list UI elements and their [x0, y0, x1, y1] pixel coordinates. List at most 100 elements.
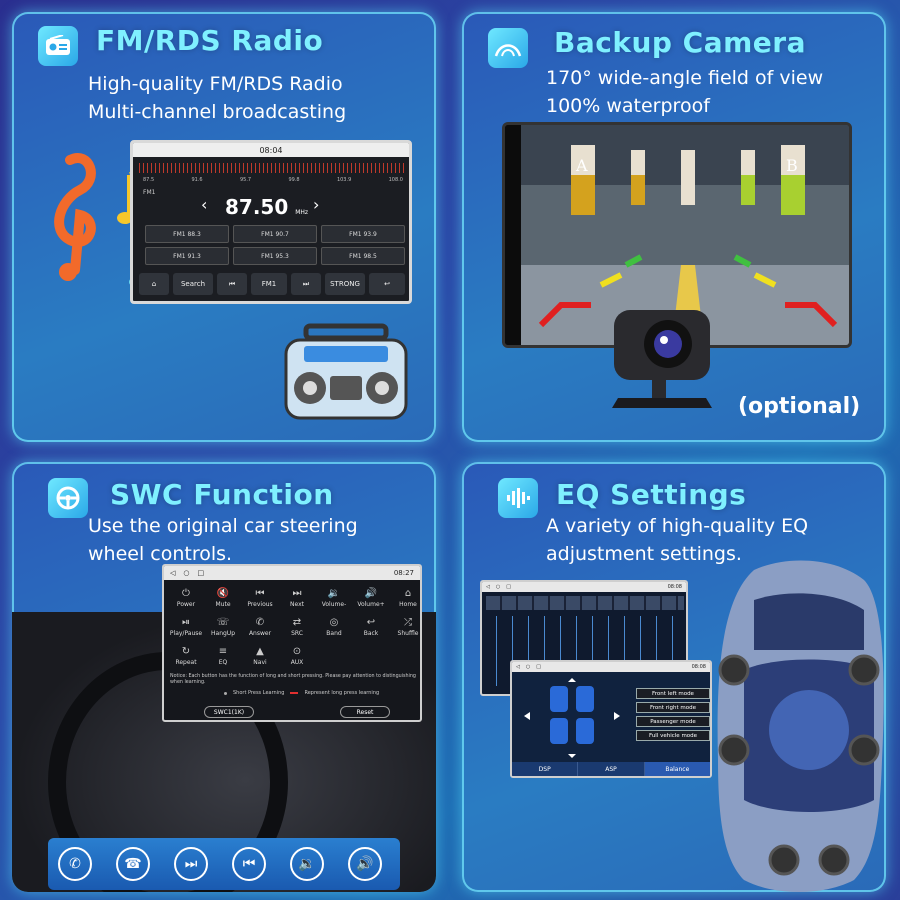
- home-nav-icon[interactable]: ○: [183, 569, 190, 577]
- status-bar: 08:04: [133, 143, 409, 157]
- swc-button-label: SRC: [291, 630, 303, 637]
- frequency-value: 87.50: [225, 195, 289, 219]
- next-station-icon[interactable]: ⏭: [291, 273, 321, 295]
- recent-nav-icon[interactable]: □: [536, 664, 541, 670]
- status-bar: ◁○□ 08:08: [482, 582, 686, 592]
- swc-button-eq[interactable]: ≡EQ: [205, 646, 241, 666]
- preset-button[interactable]: FM1 91.3: [145, 247, 229, 265]
- home-button[interactable]: ⌂: [139, 273, 169, 295]
- swc-button-play-pause[interactable]: ⏯Play/Pause: [168, 617, 204, 637]
- swc-button-label: Power: [176, 601, 196, 608]
- answer-call-icon[interactable]: ✆: [58, 847, 92, 881]
- tab-dsp[interactable]: DSP: [512, 762, 579, 776]
- swc-button-icon: ≡: [218, 646, 228, 657]
- swc-button-back[interactable]: ↩Back: [353, 617, 389, 637]
- swc-button-icon: ◎: [329, 617, 339, 628]
- recent-nav-icon[interactable]: □: [506, 584, 511, 590]
- swc-button-label: Answer: [248, 630, 272, 637]
- swc-button-src[interactable]: ⇄SRC: [279, 617, 315, 637]
- back-nav-icon[interactable]: ◁: [486, 584, 490, 590]
- search-button[interactable]: Search: [173, 273, 213, 295]
- swc-button-volume[interactable]: 🔉Volume-: [316, 588, 352, 608]
- reset-button[interactable]: Reset: [340, 706, 390, 718]
- previous-track-icon[interactable]: ⏮: [232, 847, 266, 881]
- clock: 08:08: [691, 664, 706, 670]
- swc-button-next[interactable]: ⏭Next: [279, 588, 315, 608]
- panel-subtitle-2: adjustment settings.: [546, 543, 742, 565]
- volume-down-icon[interactable]: 🔉: [290, 847, 324, 881]
- short-press-dot: [224, 691, 227, 695]
- tab-asp[interactable]: ASP: [578, 762, 645, 776]
- swc-button-power[interactable]: ⏻ Power: [168, 588, 204, 608]
- swc-button-shuffle[interactable]: ⤮Shuffle: [390, 617, 420, 637]
- swc-button-icon: ⌂: [404, 588, 412, 599]
- status-bar: ◁ ○ □ 08:08: [512, 662, 710, 672]
- back-nav-icon[interactable]: ◁: [516, 664, 520, 670]
- mode-button[interactable]: Full vehicle mode: [636, 730, 710, 741]
- panel-subtitle-1: High-quality FM/RDS Radio: [88, 73, 343, 95]
- seat-balance-diagram[interactable]: [522, 678, 622, 758]
- panel-title: SWC Function: [110, 478, 334, 511]
- panel-fm-radio: FM/RDS Radio High-quality FM/RDS Radio M…: [12, 12, 436, 442]
- swc-button-aux[interactable]: ⊙AUX: [279, 646, 315, 666]
- scale-label: 91.6: [191, 177, 203, 183]
- swc-button-previous[interactable]: ⏮Previous: [242, 588, 278, 608]
- back-button[interactable]: ↩: [369, 273, 405, 295]
- next-track-icon[interactable]: ⏭: [174, 847, 208, 881]
- preset-button[interactable]: FM1 93.9: [321, 225, 405, 243]
- swc-button-home[interactable]: ⌂Home: [390, 588, 420, 608]
- boombox-icon: [284, 323, 408, 420]
- scale-label: 103.9: [336, 177, 352, 183]
- notice-text: Notice: Each button has the function of …: [170, 674, 416, 685]
- panel-title: EQ Settings: [556, 478, 747, 511]
- preset-button[interactable]: FM1 90.7: [233, 225, 317, 243]
- swc-button-icon: 🔊: [364, 588, 378, 599]
- swc-button-navi[interactable]: ▲ Navi: [242, 646, 278, 666]
- swc-button-band[interactable]: ◎Band: [316, 617, 352, 637]
- swc-button-icon: ▲: [256, 646, 264, 657]
- prev-freq-icon[interactable]: ‹: [201, 195, 208, 214]
- panel-eq-settings: EQ Settings A variety of high-quality EQ…: [462, 462, 886, 892]
- next-freq-icon[interactable]: ›: [313, 195, 320, 214]
- tab-balance[interactable]: Balance: [644, 762, 710, 776]
- swc-button-label: Repeat: [175, 659, 197, 666]
- mode-button[interactable]: Passenger mode: [636, 716, 710, 727]
- panel-subtitle-1: 170° wide-angle field of view: [546, 67, 824, 89]
- swc-button-label: Navi: [253, 659, 267, 666]
- swc-button-label: Mute: [215, 601, 231, 608]
- volume-up-icon[interactable]: 🔊: [348, 847, 382, 881]
- head-unit-screen: A B: [502, 122, 852, 348]
- pillar-label-a: A: [575, 156, 588, 175]
- swc-button-icon: 🔇: [216, 588, 230, 599]
- preset-button[interactable]: FM1 95.3: [233, 247, 317, 265]
- preset-button[interactable]: FM1 98.5: [321, 247, 405, 265]
- recent-nav-icon[interactable]: □: [197, 569, 205, 577]
- scale-label: 99.8: [288, 177, 300, 183]
- hangup-call-icon[interactable]: ☎: [116, 847, 150, 881]
- swc-button-icon: ⏮: [255, 588, 265, 599]
- swc-button-mute[interactable]: 🔇 Mute: [205, 588, 241, 608]
- swc-button-answer[interactable]: ✆Answer: [242, 617, 278, 637]
- equalizer-icon: [498, 478, 538, 518]
- learning-legend: Short Press Learning Represent long pres…: [224, 690, 379, 696]
- prev-station-icon[interactable]: ⏮: [217, 273, 247, 295]
- swc-button-icon: ⏯: [182, 617, 190, 628]
- scale-labels: 87.5 91.6 95.7 99.8 103.9 108.0: [143, 177, 403, 183]
- home-nav-icon[interactable]: ○: [525, 664, 531, 670]
- swc-type-select[interactable]: SWC1(1K): [204, 706, 254, 718]
- mode-button[interactable]: Front right mode: [636, 702, 710, 713]
- panel-swc-function: SWC Function Use the original car steeri…: [12, 462, 436, 892]
- swc-button-volume[interactable]: 🔊Volume+: [353, 588, 389, 608]
- panel-subtitle-2: wheel controls.: [88, 543, 233, 565]
- dsp-tabs: DSP ASP Balance: [512, 762, 710, 776]
- band-button[interactable]: FM1: [251, 273, 287, 295]
- swc-button-repeat[interactable]: ↻Repeat: [168, 646, 204, 666]
- home-nav-icon[interactable]: ○: [495, 584, 501, 590]
- mode-button[interactable]: Front left mode: [636, 688, 710, 699]
- swc-button-icon: ☏: [216, 617, 230, 628]
- back-nav-icon[interactable]: ◁: [170, 569, 176, 577]
- strong-button[interactable]: STRONG: [325, 273, 365, 295]
- swc-button-icon: ⏻: [182, 588, 190, 599]
- swc-button-hangup[interactable]: ☏HangUp: [205, 617, 241, 637]
- preset-button[interactable]: FM1 88.3: [145, 225, 229, 243]
